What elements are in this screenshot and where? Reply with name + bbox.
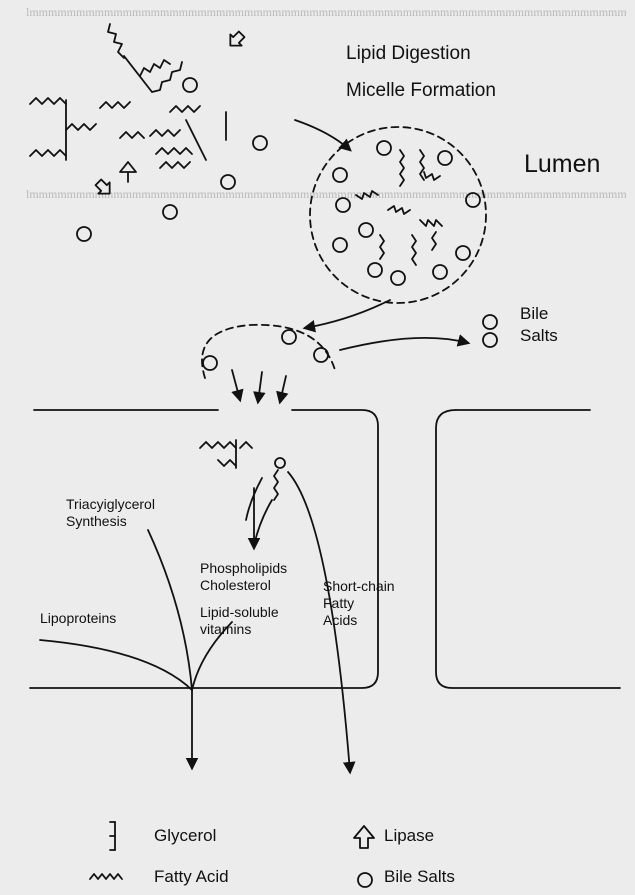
label-tag-synthesis-line1: Triacyiglycerol	[66, 496, 155, 513]
label-scfa-line2: Fatty	[323, 595, 354, 612]
triglyceride-molecules	[30, 24, 226, 168]
label-bile-line1: Bile	[520, 304, 548, 324]
arrow-bile-recycle	[340, 338, 468, 350]
legend-fatty-acid: Fatty Acid	[154, 867, 229, 887]
enterocyte-membranes	[30, 410, 620, 688]
label-lipid-soluble-line1: Lipid-soluble	[200, 604, 279, 621]
lipase-icon	[354, 826, 374, 848]
label-scfa-line3: Acids	[323, 612, 357, 629]
arrow-to-micelle	[295, 120, 350, 150]
label-phospholipids: Phospholipids	[200, 560, 287, 577]
glycerol-icon	[110, 822, 115, 850]
label-micelle-formation: Micelle Formation	[346, 80, 496, 102]
label-lipoproteins: Lipoproteins	[40, 610, 116, 627]
fatty-acid-icon	[90, 874, 122, 879]
label-lumen: Lumen	[524, 150, 600, 179]
intracellular-molecules	[200, 440, 285, 500]
lipase-icons-digestion	[93, 29, 248, 200]
label-cholesterol: Cholesterol	[200, 577, 271, 594]
bile-salt-icon	[358, 873, 372, 887]
arrow-micelle-to-fragment	[305, 300, 390, 328]
label-bile-line2: Salts	[520, 326, 558, 346]
legend-glycerol: Glycerol	[154, 826, 216, 846]
label-lipid-soluble-line2: vitamins	[200, 621, 251, 638]
micelle	[310, 127, 486, 303]
micelle-fragment	[202, 325, 335, 378]
legend-bile-salts: Bile Salts	[384, 867, 455, 887]
label-scfa-line1: Short-chain	[323, 578, 395, 595]
path-lipoproteins	[40, 640, 192, 690]
legend-lipase: Lipase	[384, 826, 434, 846]
label-tag-synthesis-line2: Synthesis	[66, 513, 127, 530]
label-lipid-digestion: Lipid Digestion	[346, 43, 471, 65]
